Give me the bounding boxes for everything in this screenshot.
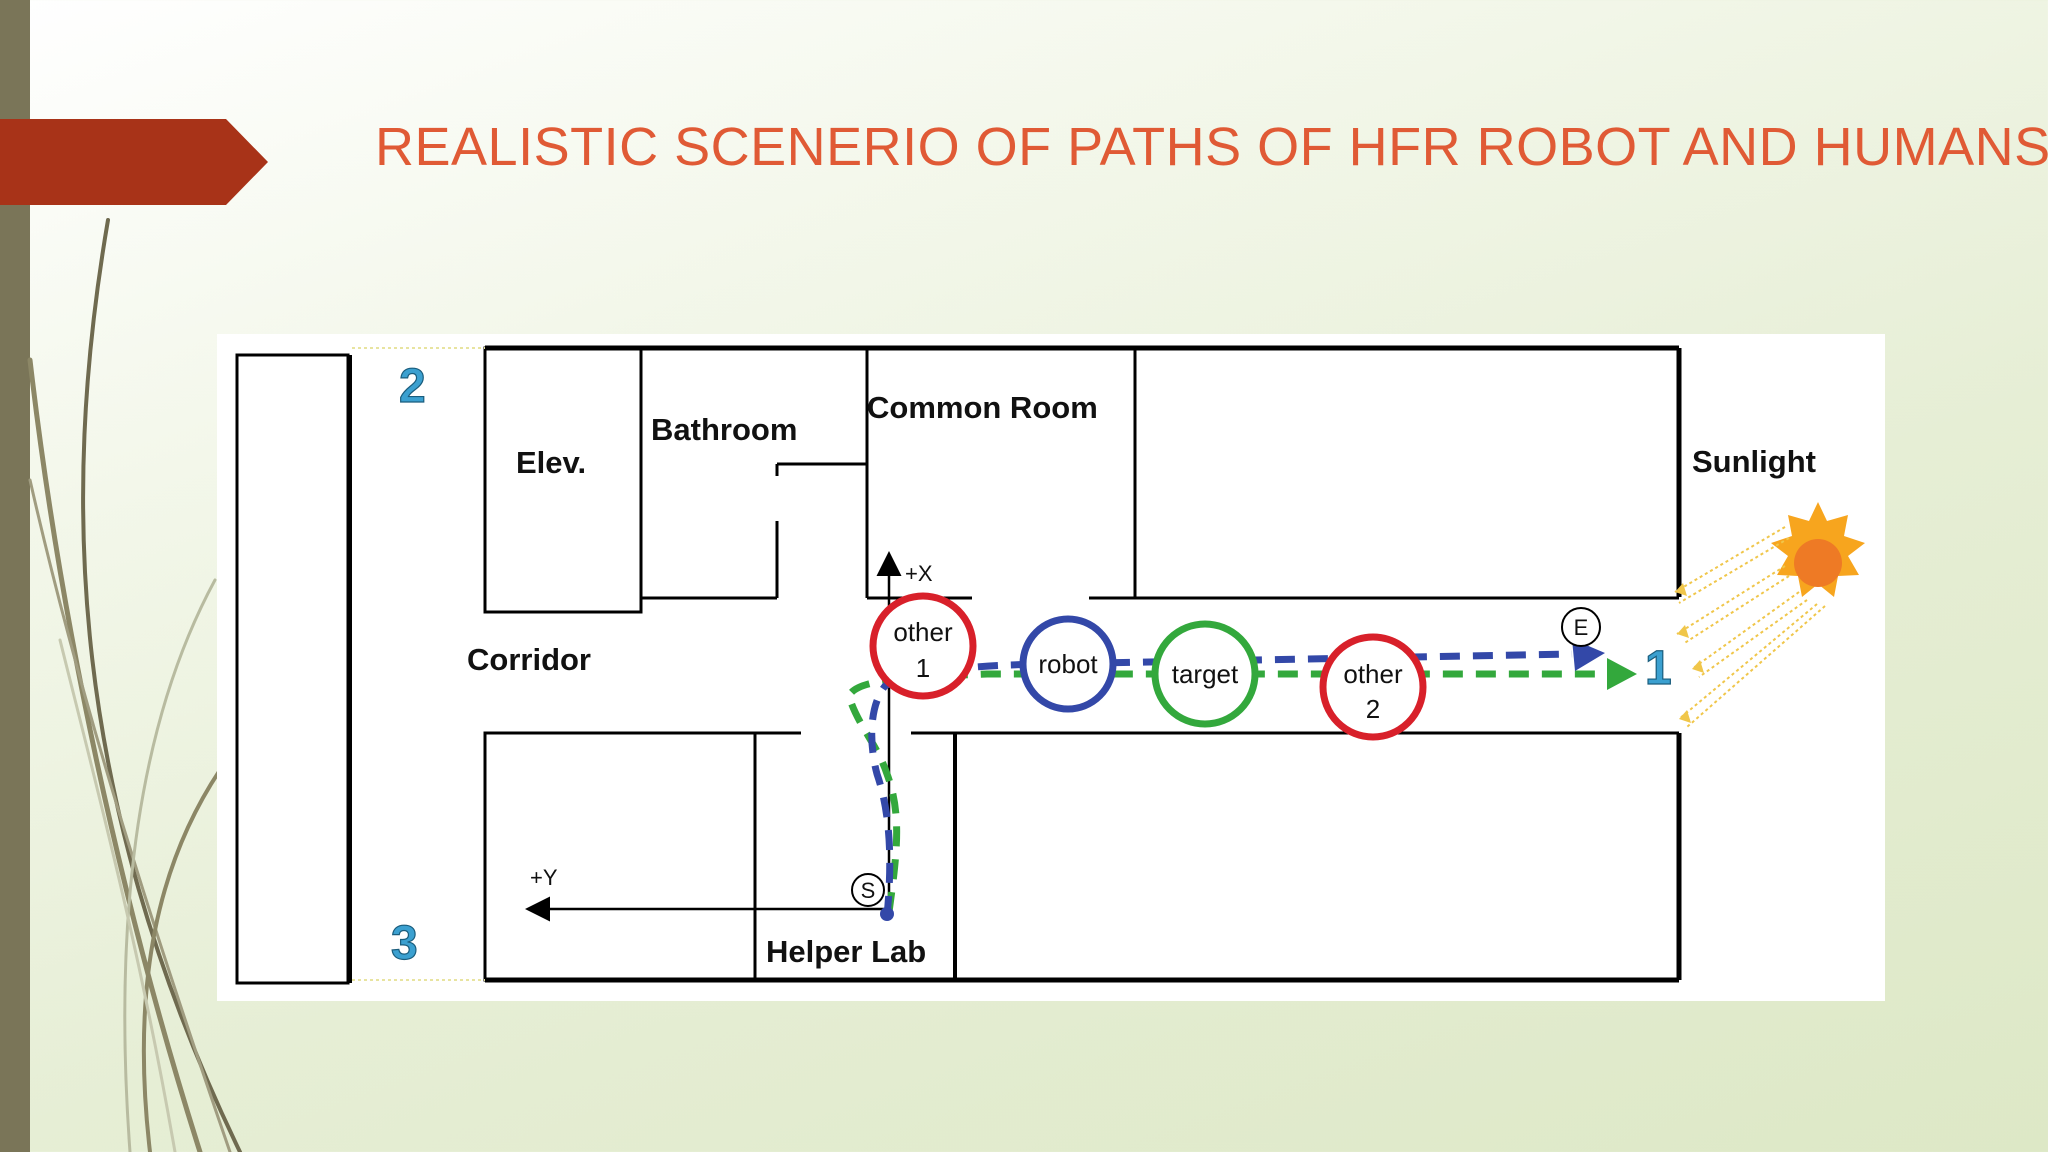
robot-path <box>868 650 1573 917</box>
lower-left-room <box>483 731 757 982</box>
target-label: target <box>1172 659 1239 689</box>
end-marker <box>1561 607 1601 647</box>
slide-title: REALISTIC SCENERIO OF PATHS OF HFR ROBOT… <box>375 117 2048 177</box>
elevator-label: Elev. <box>516 445 586 480</box>
location-2-label: 2 <box>399 360 426 413</box>
other1-circle <box>869 592 977 700</box>
corridor-label: Corridor <box>467 642 591 677</box>
grass-decoration <box>27 218 242 1152</box>
helper-lab-label: Helper Lab <box>766 934 926 969</box>
sunlight-label: Sunlight <box>1692 444 1816 479</box>
start-marker <box>851 873 885 907</box>
other2-circle <box>1319 633 1427 741</box>
robot-circle <box>1019 615 1117 713</box>
floor-plan-diagram: +X +Y S E other 1 robot target other 2 E… <box>235 345 1865 985</box>
start-dot <box>880 907 894 921</box>
common-room-label: Common Room <box>867 390 1098 425</box>
other2-label-line1: other <box>1343 659 1403 689</box>
target-path-arrowhead <box>1607 658 1637 690</box>
elevator-room <box>483 346 643 614</box>
floor-plan-figure: +X +Y S E other 1 robot target other 2 E… <box>217 334 1885 1001</box>
title-arrow-icon <box>0 119 268 205</box>
start-marker-label: S <box>861 878 876 903</box>
x-axis-label: +X <box>905 561 933 586</box>
other1-label-line1: other <box>893 617 953 647</box>
sun-icon <box>1771 502 1865 597</box>
target-path <box>845 670 1607 913</box>
end-marker-label: E <box>1574 615 1589 640</box>
other2-label-line2: 2 <box>1366 694 1380 724</box>
bathroom-label: Bathroom <box>651 412 797 447</box>
location-1-label: 1 <box>1645 642 1672 695</box>
y-axis-label: +Y <box>530 865 558 890</box>
location-3-label: 3 <box>391 917 418 970</box>
left-building-block <box>235 353 350 985</box>
robot-path-arrowhead <box>1572 639 1605 671</box>
target-circle <box>1151 620 1259 728</box>
robot-label: robot <box>1038 649 1098 679</box>
other1-label-line2: 1 <box>916 653 930 683</box>
